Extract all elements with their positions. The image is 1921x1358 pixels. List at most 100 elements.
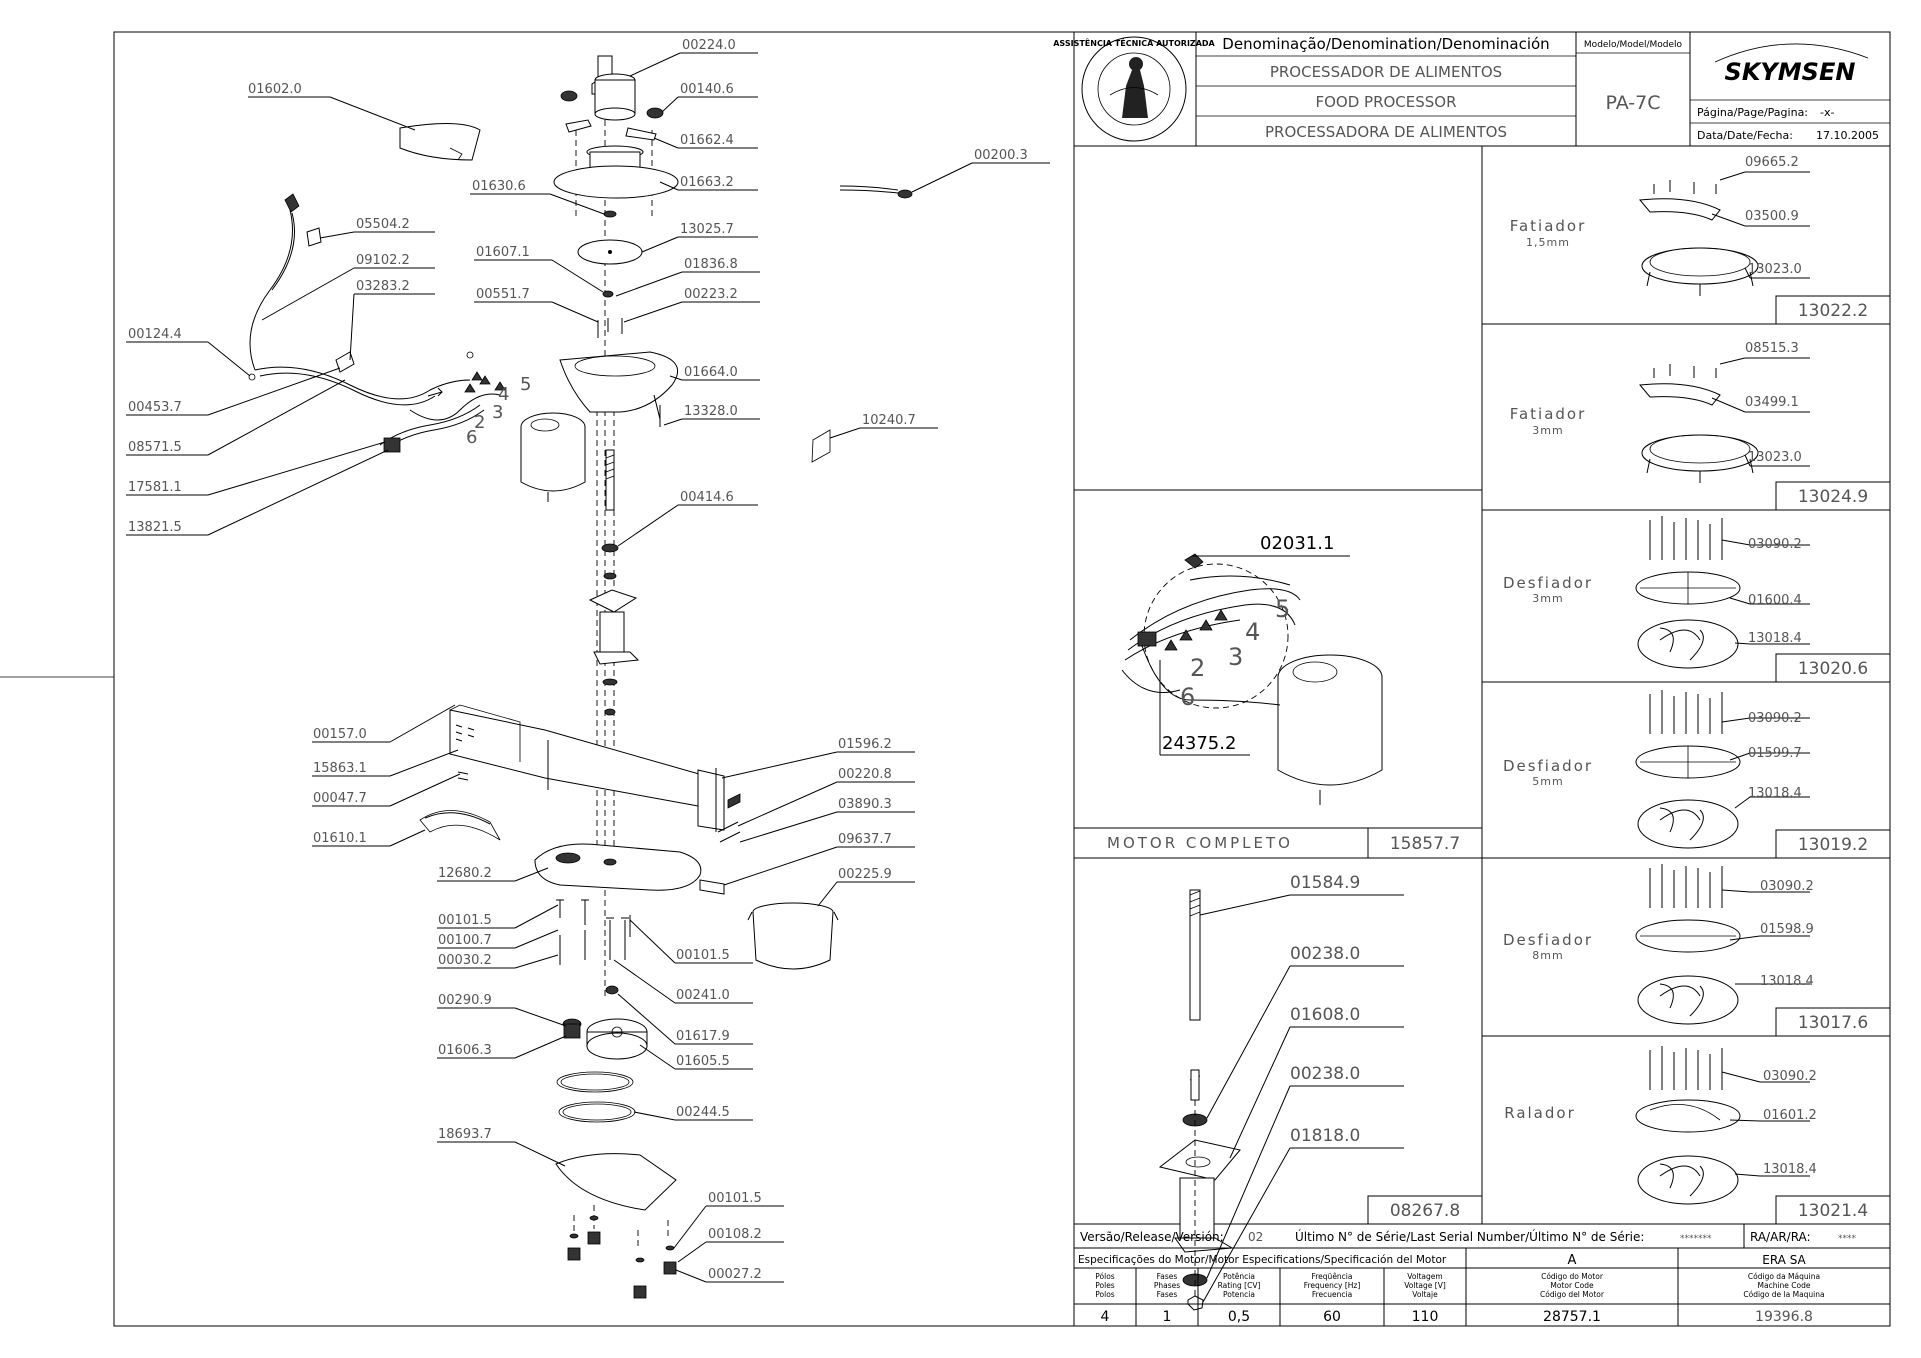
callout-00100-7: 00100.7: [438, 933, 492, 948]
disc-panel-ralador: Ralador 03090.2 01601.2 13018.4 13021.4: [1504, 1046, 1891, 1225]
callout-03890-3: 03890.3: [838, 797, 892, 812]
callout-09637-7: 09637.7: [838, 832, 892, 847]
disc-code: 13017.6: [1798, 1013, 1868, 1033]
callout-13025-7: 13025.7: [680, 222, 734, 237]
date-label: Data/Date/Fecha:: [1697, 129, 1793, 142]
disc-name: Fatiador: [1510, 405, 1587, 423]
callout-00414-6: 00414.6: [680, 490, 734, 505]
callout-00241-0: 00241.0: [676, 988, 730, 1003]
panels-grid: [1073, 146, 1890, 1225]
shaft-label-01818: 01818.0: [1290, 1126, 1360, 1146]
callout-18693-7: 18693.7: [438, 1127, 492, 1142]
callout-00101-5-c: 00101.5: [708, 1191, 762, 1206]
callout-00027-2: 00027.2: [708, 1267, 762, 1282]
disc-name: Desfiador: [1503, 757, 1593, 775]
ra-label: RA/AR/RA:: [1750, 1230, 1811, 1244]
callout-10240-7: 10240.7: [862, 413, 916, 428]
disc-part-label: 03090.2: [1748, 711, 1802, 726]
disc-part-label: 08515.3: [1745, 341, 1799, 356]
callouts-right: 00224.0 00140.6 01662.4 01663.2 01630.6 …: [470, 38, 1050, 1283]
svg-text:Freqüência: Freqüência: [1312, 1272, 1353, 1281]
spec-col-voltage: Voltagem Voltage [V] Voltaje 110: [1404, 1272, 1446, 1325]
svg-text:Pólos: Pólos: [1095, 1272, 1115, 1281]
rating-value: 0,5: [1228, 1309, 1250, 1325]
motor-wire-5: 5: [1275, 595, 1290, 623]
motor-complete-panel: MOTOR COMPLETO 15857.7 5 4 3 2 6 02031.1…: [1073, 533, 1483, 859]
disc-part-label: 01601.2: [1763, 1108, 1817, 1123]
svg-text:Motor Code: Motor Code: [1550, 1281, 1594, 1290]
disc-name: Fatiador: [1510, 217, 1587, 235]
svg-text:Fases: Fases: [1157, 1272, 1178, 1281]
motor-label-02031: 02031.1: [1260, 533, 1334, 554]
motor-wire-4: 4: [1245, 618, 1260, 646]
denomination-label: Denominação/Denomination/Denominación: [1222, 35, 1549, 53]
spec-col-poles: Pólos Poles Polos 4: [1095, 1272, 1115, 1325]
callout-00224-0: 00224.0: [682, 38, 736, 53]
svg-text:Frecuencia: Frecuencia: [1312, 1290, 1352, 1299]
disc-panel-desfiador-5mm: Desfiador 5mm 03090.2 01599.7 13018.4 13…: [1503, 690, 1891, 859]
svg-text:Código da Máquina: Código da Máquina: [1748, 1272, 1820, 1281]
wire-6: 6: [466, 427, 477, 448]
shaft-label-00238-b: 00238.0: [1290, 1064, 1360, 1084]
callout-01617-9: 01617.9: [676, 1029, 730, 1044]
brand-logo: SKYMSEN: [1725, 58, 1856, 86]
callout-00453-7: 00453.7: [128, 400, 182, 415]
callout-00290-9: 00290.9: [438, 993, 492, 1008]
shaft-label-01584: 01584.9: [1290, 873, 1360, 893]
motor-supplier-name: ERA SA: [1762, 1253, 1806, 1267]
callout-00223-2: 00223.2: [684, 287, 738, 302]
footer-table: Versão/Release/Versión: 02 Último N° de …: [1073, 1224, 1890, 1326]
disc-part-label: 13023.0: [1748, 262, 1802, 277]
svg-text:Voltagem: Voltagem: [1407, 1272, 1442, 1281]
name-en: FOOD PROCESSOR: [1315, 93, 1456, 111]
motor-code-value: 28757.1: [1543, 1309, 1601, 1325]
disc-part-label: 13018.4: [1748, 786, 1802, 801]
shaft-label-00238-a: 00238.0: [1290, 944, 1360, 964]
callout-01606-3: 01606.3: [438, 1043, 492, 1058]
disc-name: Ralador: [1504, 1104, 1576, 1122]
callout-00140-6: 00140.6: [680, 82, 734, 97]
callout-01602-0: 01602.0: [248, 82, 302, 97]
disc-part-label: 13018.4: [1763, 1162, 1817, 1177]
phases-value: 1: [1163, 1309, 1172, 1325]
callout-15863-1: 15863.1: [313, 761, 367, 776]
callout-13821-5: 13821.5: [128, 520, 182, 535]
disc-code: 13020.6: [1798, 659, 1868, 679]
svg-text:Código del Motor: Código del Motor: [1540, 1290, 1605, 1299]
disc-part-label: 13023.0: [1748, 450, 1802, 465]
svg-text:Frequency [Hz]: Frequency [Hz]: [1304, 1281, 1361, 1290]
disc-panel-fatiador-1-5mm: Fatiador 1,5mm 09665.2 03500.9 13023.0 1…: [1510, 155, 1891, 325]
serial-value: *******: [1680, 1234, 1712, 1244]
callout-00157-0: 00157.0: [313, 727, 367, 742]
callout-13328-0: 13328.0: [684, 404, 738, 419]
callout-01836-8: 01836.8: [684, 257, 738, 272]
disc-part-label: 03090.2: [1760, 879, 1814, 894]
callout-00551-7: 00551.7: [476, 287, 530, 302]
disc-part-label: 01598.9: [1760, 922, 1814, 937]
motor-title: MOTOR COMPLETO: [1107, 834, 1293, 852]
spec-col-frequency: Freqüência Frequency [Hz] Frecuencia 60: [1304, 1272, 1361, 1325]
disc-code: 13022.2: [1798, 301, 1868, 321]
disc-code: 13024.9: [1798, 487, 1868, 507]
callout-05504-2: 05504.2: [356, 217, 410, 232]
spec-col-rating: Potência Rating [CV] Potencia 0,5: [1218, 1272, 1261, 1325]
svg-text:Rating [CV]: Rating [CV]: [1218, 1281, 1261, 1290]
disc-part-label: 01599.7: [1748, 746, 1802, 761]
callout-01664-0: 01664.0: [684, 365, 738, 380]
callout-00200-3: 00200.3: [974, 148, 1028, 163]
disc-part-label: 01600.4: [1748, 593, 1802, 608]
callout-01607-1: 01607.1: [476, 245, 530, 260]
model-label: Modelo/Model/Modelo: [1584, 40, 1683, 50]
callout-00244-5: 00244.5: [676, 1105, 730, 1120]
callout-00101-5-b: 00101.5: [676, 948, 730, 963]
svg-text:Voltaje: Voltaje: [1412, 1290, 1438, 1299]
callout-00124-4: 00124.4: [128, 327, 182, 342]
callout-00108-2: 00108.2: [708, 1227, 762, 1242]
poles-value: 4: [1101, 1309, 1110, 1325]
spec-col-motor-code: Código do Motor Motor Code Código del Mo…: [1540, 1272, 1605, 1325]
callout-03283-2: 03283.2: [356, 279, 410, 294]
callout-00047-7: 00047.7: [313, 791, 367, 806]
disc-panel-fatiador-3mm: Fatiador 3mm 08515.3 03499.1 13023.0 130…: [1510, 341, 1891, 511]
disc-part-label: 13018.4: [1748, 631, 1802, 646]
machine-code-value: 19396.8: [1755, 1309, 1813, 1325]
